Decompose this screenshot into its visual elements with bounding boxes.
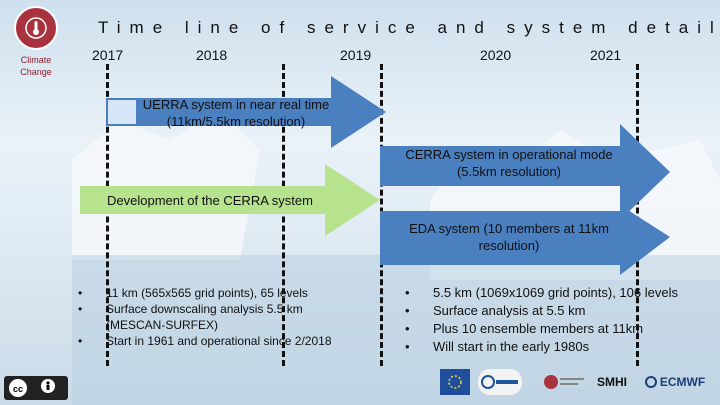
year-2020: 2020 (480, 47, 512, 63)
list-item: Surface analysis at 5.5 km (405, 302, 720, 320)
svg-text:cc: cc (13, 384, 23, 394)
eda-arrow: EDA system (10 members at 11km resolutio… (380, 205, 670, 275)
left-bullet-list: 11 km (565x565 grid points), 65 levels S… (78, 285, 378, 349)
cerra-operational-arrow: CERRA system in operational mode (5.5km … (380, 124, 670, 220)
list-item: Will start in the early 1980s (405, 338, 720, 356)
ecmwf-label: ECMWF (659, 375, 706, 389)
eu-flag-icon (440, 369, 470, 395)
cc-by-license-badge: cc (4, 376, 68, 400)
list-item: (MESCAN-SURFEX) (106, 318, 219, 332)
timeline-divider-2021 (636, 64, 639, 366)
timeline-divider-2019 (282, 64, 285, 366)
logo-label: Climate Change (20, 55, 52, 77)
eda-label-line1: EDA system (10 members at 11km (409, 221, 609, 236)
eda-label-line2: resolution) (478, 238, 540, 253)
year-2018: 2018 (196, 47, 228, 63)
cerra-op-label-line1: CERRA system in operational mode (405, 147, 613, 162)
thermometer-icon (25, 17, 47, 39)
arrow-shape (380, 124, 670, 220)
uerra-arrow: UERRA system in near real time (11km/5.5… (106, 76, 386, 148)
arrow-shape (80, 164, 380, 236)
ecmwf-globe-icon (644, 376, 657, 388)
list-item: Surface downscaling analysis 5.5 km (78, 301, 378, 317)
right-bullet-list: 5.5 km (1069x1069 grid points), 106 leve… (405, 284, 720, 356)
copernicus-logo (478, 369, 522, 395)
arrow-shape (106, 76, 386, 148)
cerra-op-label-line2: (5.5km resolution) (456, 164, 562, 179)
development-arrow: Development of the CERRA system (80, 164, 380, 236)
arrow-shape (380, 205, 670, 275)
year-2017: 2017 (92, 47, 124, 63)
climate-change-logo (14, 6, 58, 50)
partner-logos: SMHI ECMWF (430, 369, 720, 397)
list-item: 5.5 km (1069x1069 grid points), 106 leve… (405, 284, 720, 302)
cc-icon: cc (9, 379, 55, 397)
sidebar: Climate Change (0, 0, 72, 405)
list-item: 11 km (565x565 grid points), 65 levels (78, 285, 378, 301)
year-2021: 2021 (590, 47, 622, 63)
uerra-label-line2: (11km/5.5km resolution) (166, 114, 306, 129)
page-title: Time line of service and system details (98, 18, 720, 37)
year-2019: 2019 (340, 47, 372, 63)
smhi-logo: SMHI (597, 375, 627, 389)
climate-change-service-logo (542, 369, 588, 395)
development-label: Development of the CERRA system (107, 193, 313, 208)
list-item: Plus 10 ensemble members at 11km (405, 320, 720, 338)
list-item: Start in 1961 and operational since 2/20… (78, 333, 378, 349)
uerra-label-line1: UERRA system in near real time (142, 97, 330, 112)
ecmwf-logo: ECMWF (640, 369, 710, 395)
timeline-divider-2017 (106, 64, 109, 366)
